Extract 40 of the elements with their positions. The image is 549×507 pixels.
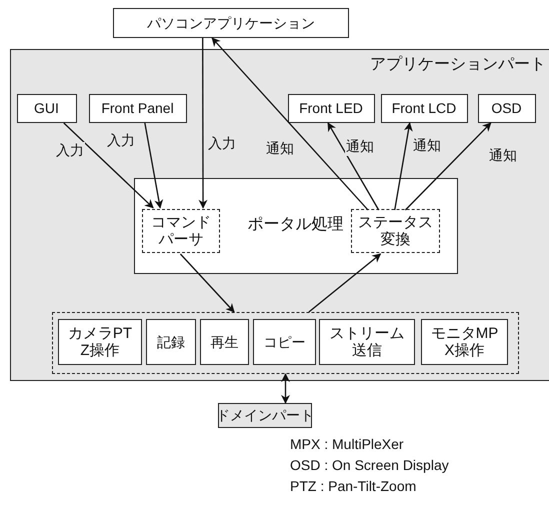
arrow bbox=[327, 122, 380, 210]
status-box: ステータス変換 bbox=[351, 209, 440, 253]
process-box: Front LED bbox=[288, 94, 374, 122]
portal-box bbox=[134, 178, 458, 274]
arrow bbox=[281, 373, 290, 404]
process-box: ストリーム送信 bbox=[319, 319, 415, 365]
domain-box: ドメインパート bbox=[218, 403, 312, 428]
arrow bbox=[198, 38, 208, 209]
process-box: 記録 bbox=[146, 319, 196, 365]
parser-box: コマンドパーサ bbox=[142, 209, 220, 253]
process-box: カメラPTZ操作 bbox=[58, 319, 142, 365]
arrow bbox=[63, 122, 154, 208]
abbreviation-note: OSD : On Screen Display bbox=[290, 457, 449, 473]
process-title: ポータル処理 bbox=[248, 216, 344, 235]
arrow bbox=[180, 254, 235, 313]
process-box: コピー bbox=[253, 319, 316, 365]
edge-label: 入力 bbox=[55, 142, 85, 160]
edge-label: 通知 bbox=[265, 140, 295, 158]
edge-label: 通知 bbox=[345, 138, 375, 156]
process-box: Front Panel bbox=[88, 94, 186, 122]
function-group-box bbox=[52, 312, 518, 374]
arrow bbox=[404, 122, 492, 210]
arrow bbox=[308, 253, 382, 312]
area-title: アプリケーションパート bbox=[370, 56, 546, 74]
edge-label: 通知 bbox=[488, 147, 518, 165]
process-box: Front LCD bbox=[380, 94, 468, 122]
app-box: パソコンアプリケーション bbox=[113, 8, 349, 38]
process-box: OSD bbox=[478, 94, 536, 122]
process-box: モニタMPX操作 bbox=[421, 319, 508, 365]
process-box: 再生 bbox=[200, 319, 249, 365]
edge-label: 通知 bbox=[412, 137, 442, 155]
arrow bbox=[144, 122, 164, 209]
abbreviation-note: PTZ : Pan-Tilt-Zoom bbox=[290, 478, 416, 494]
application-part-area bbox=[10, 49, 549, 381]
arrow bbox=[212, 37, 368, 210]
process-box: GUI bbox=[16, 94, 76, 122]
edge-label: 入力 bbox=[106, 132, 136, 150]
abbreviation-note: MPX : MultiPleXer bbox=[290, 436, 404, 452]
arrow bbox=[394, 122, 413, 210]
edge-label: 入力 bbox=[207, 135, 237, 153]
